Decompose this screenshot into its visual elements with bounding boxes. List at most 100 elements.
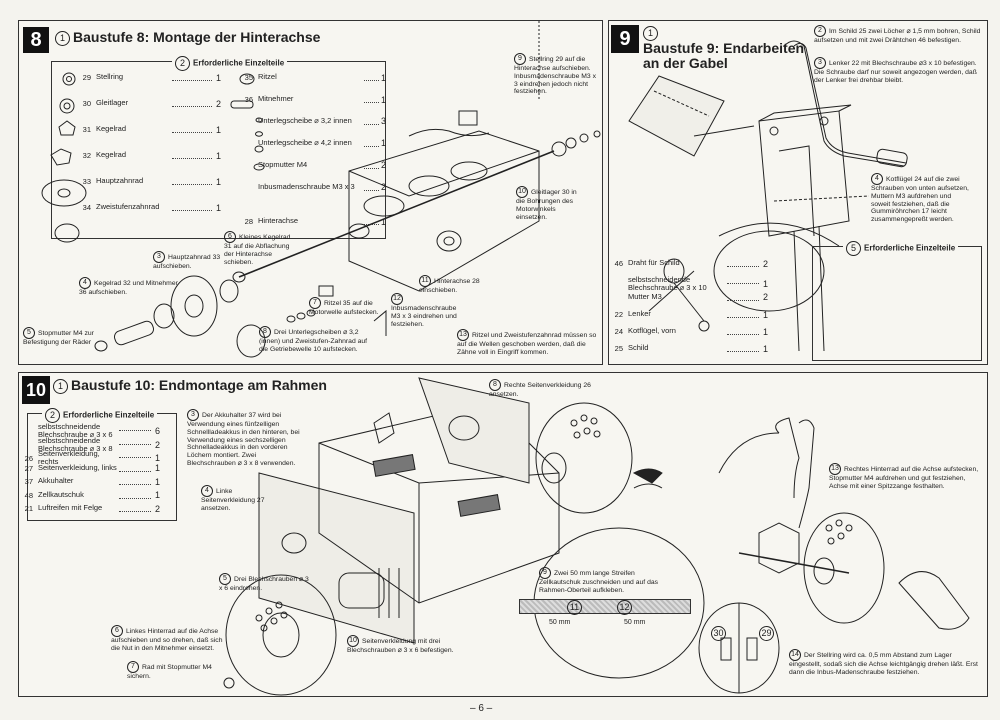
part-name: Kotflügel, vorn <box>628 326 676 336</box>
step9-badge: 9 <box>611 25 639 53</box>
part-quantity: 3 <box>381 116 387 127</box>
part-number: 37 <box>24 477 33 486</box>
leader-dots <box>727 317 759 318</box>
part-item: 27 Seitenverkleidung, links 1 <box>19 462 165 473</box>
part-item: Stopmutter M4 2 <box>239 160 389 171</box>
part-item: 24 Kotflügel, vorn 1 <box>609 326 774 337</box>
part-quantity: 1 <box>763 343 769 354</box>
part-number: 27 <box>24 463 33 473</box>
part-name: Stopmutter M4 <box>258 160 308 169</box>
leader-dots <box>119 497 151 499</box>
part-name: Kegelrad <box>96 150 127 160</box>
part-quantity: 1 <box>763 326 769 337</box>
part-quantity: 2 <box>381 160 387 171</box>
part-item: Unterlegscheibe ⌀ 4,2 innen 1 <box>239 138 389 149</box>
part-number: 48 <box>24 490 33 500</box>
part-name: Seitenverkleidung, links <box>38 462 117 472</box>
leader-dots <box>364 102 379 103</box>
part-quantity: 1 <box>381 138 387 149</box>
part-quantity: 1 <box>216 72 222 83</box>
part-name: selbstschneidende Blechschraube ⌀ 3 x 8 <box>38 435 113 453</box>
part-quantity: 2 <box>763 258 769 269</box>
part-quantity: 1 <box>216 176 222 187</box>
part-name: selbstschneidende Blechschraube ⌀ 3 x 6 <box>38 422 113 440</box>
part-name: Lenker <box>628 309 651 319</box>
leader-dots <box>727 351 759 352</box>
part-item: selbstschneidende Blechschraube ⌀ 3 x 10… <box>609 275 774 293</box>
step10-frame-drawing <box>223 377 970 696</box>
part-number: 34 <box>82 203 91 212</box>
step8-badge: 8 <box>23 27 49 53</box>
part-quantity: 1 <box>216 202 222 213</box>
strip-label-11: 11 <box>567 600 585 615</box>
leader-dots <box>172 158 212 159</box>
leader-dots <box>172 210 212 211</box>
part-name: Zellkautschuk <box>38 489 84 499</box>
part-name: Hinterachse <box>258 216 299 226</box>
part-number: 33 <box>82 177 91 186</box>
leader-dots <box>364 168 379 169</box>
part-name: Ritzel <box>258 72 277 82</box>
step10-badge: 10 <box>22 376 50 404</box>
part-name: Unterlegscheibe ⌀ 3,2 innen <box>258 116 352 125</box>
leader-dots <box>119 511 151 512</box>
part-name: Draht für Schild <box>628 258 680 268</box>
leader-dots <box>119 470 151 472</box>
part-name: Unterlegscheibe ⌀ 4,2 innen <box>258 138 352 147</box>
part-quantity: 1 <box>381 72 387 83</box>
part-name: Gleitlager <box>96 98 129 108</box>
part-quantity: 1 <box>155 453 161 464</box>
part-name: Akkuhalter <box>38 476 74 486</box>
part-quantity: 2 <box>381 182 387 193</box>
part-number: 31 <box>82 125 91 134</box>
page-number: – 6 – <box>470 703 493 714</box>
part-number: 24 <box>614 327 623 336</box>
step8-note-12: 12Inbusmadenschraube M3 x 3 eindrehen un… <box>391 293 457 328</box>
part-name: selbstschneidende Blechschraube ⌀ 3 x 10 <box>628 275 707 293</box>
part-name: Kegelrad <box>96 124 127 134</box>
leader-dots <box>119 457 151 458</box>
leader-dots <box>172 184 212 185</box>
part-name: Mitnehmer <box>258 94 294 104</box>
part-quantity: 1 <box>763 279 769 290</box>
part-number: 21 <box>24 504 33 513</box>
part-name: Inbusmadenschraube M3 x 3 <box>258 182 355 191</box>
part-quantity: 1 <box>155 463 161 473</box>
part-quantity: 1 <box>155 476 161 487</box>
